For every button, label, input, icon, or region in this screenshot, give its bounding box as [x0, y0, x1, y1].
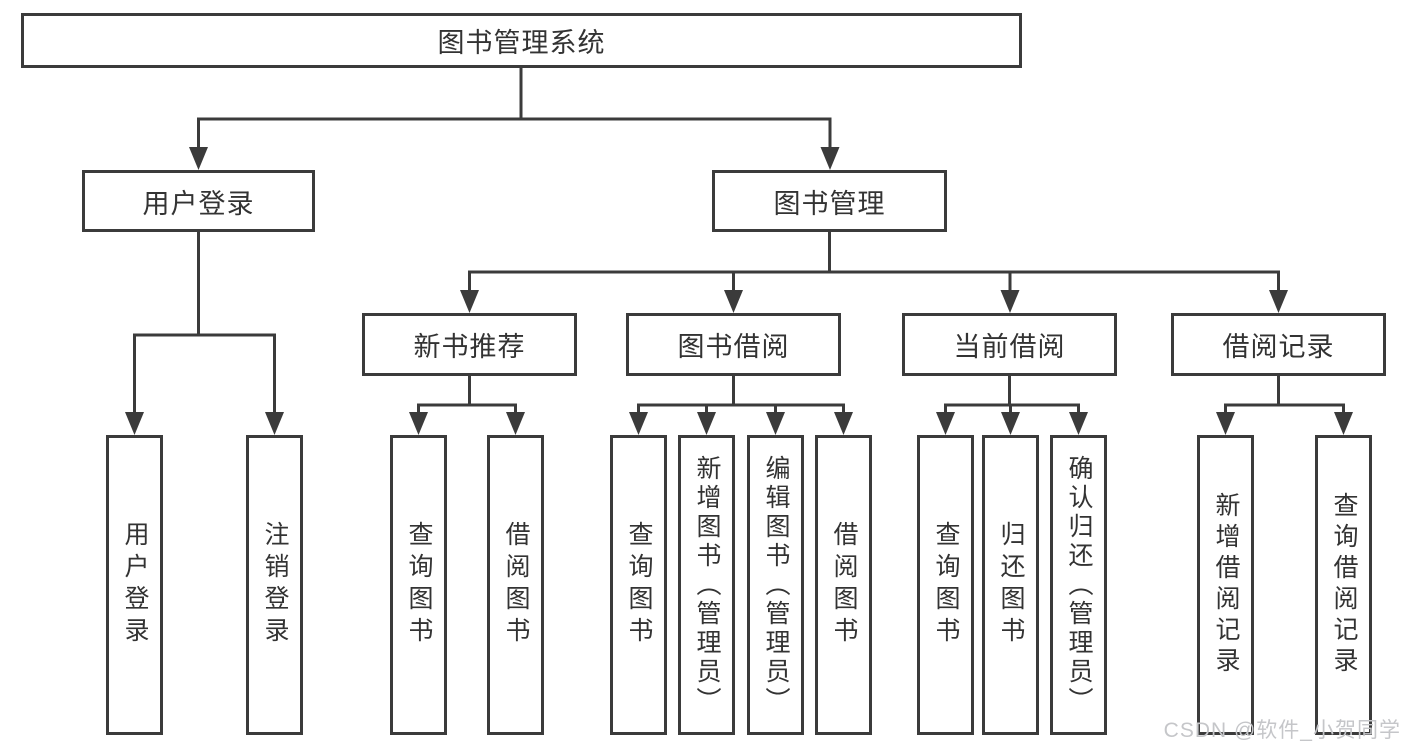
- arrowhead-down: [189, 147, 208, 170]
- node-label: 编辑图书（管理员）: [762, 454, 790, 716]
- node-query-borrow-record: 查询借阅记录: [1315, 435, 1372, 735]
- node-current-borrowing: 当前借阅: [902, 313, 1117, 376]
- node-label: 用户登录: [142, 188, 255, 219]
- csdn-watermark: CSDN @软件_小贺同学: [1163, 719, 1401, 742]
- arrowhead-down: [409, 412, 428, 435]
- node-label: 当前借阅: [953, 332, 1066, 362]
- arrowhead-down: [724, 290, 743, 313]
- node-label: 确认归还（管理员）: [1065, 454, 1093, 716]
- node-label: 图书管理: [773, 188, 886, 219]
- node-query-books: 查询图书: [610, 435, 667, 735]
- node-book-management: 图书管理: [712, 170, 947, 232]
- node-label: 归还图书: [997, 521, 1025, 649]
- node-label: 新书推荐: [413, 332, 526, 362]
- node-label: 注销登录: [261, 521, 289, 649]
- arrowhead-down: [936, 412, 955, 435]
- node-borrow-books: 借阅图书: [487, 435, 544, 735]
- node-add-books-admin: 新增图书（管理员）: [678, 435, 735, 735]
- node-label: 查询借阅记录: [1330, 492, 1358, 678]
- node-borrow-books: 借阅图书: [815, 435, 872, 735]
- arrowhead-down: [1000, 290, 1020, 313]
- arrowhead-down: [1216, 412, 1235, 435]
- arrowhead-down: [460, 290, 479, 313]
- arrowhead-down: [820, 147, 840, 170]
- node-query-books: 查询图书: [917, 435, 974, 735]
- node-label: 借阅记录: [1222, 332, 1335, 362]
- arrowhead-down: [265, 412, 284, 435]
- node-edit-books-admin: 编辑图书（管理员）: [747, 435, 804, 735]
- node-label: 借阅图书: [502, 521, 530, 649]
- node-label: 用户登录: [121, 521, 149, 649]
- node-label: 查询图书: [932, 521, 960, 649]
- arrowhead-down: [125, 412, 144, 435]
- arrowhead-down: [1269, 290, 1288, 313]
- node-new-book-recommend: 新书推荐: [362, 313, 577, 376]
- arrowhead-down: [766, 412, 785, 435]
- node-user-login-leaf: 用户登录: [106, 435, 163, 735]
- node-label: 新增借阅记录: [1212, 492, 1240, 678]
- node-return-books: 归还图书: [982, 435, 1039, 735]
- node-add-borrow-record: 新增借阅记录: [1197, 435, 1254, 735]
- arrowhead-down: [506, 412, 525, 435]
- node-logout: 注销登录: [246, 435, 303, 735]
- arrowhead-down: [834, 412, 853, 435]
- arrowhead-down: [1334, 412, 1353, 435]
- node-label: 查询图书: [405, 521, 433, 649]
- node-query-books: 查询图书: [390, 435, 447, 735]
- node-borrowing-records: 借阅记录: [1171, 313, 1386, 376]
- arrowhead-down: [1001, 412, 1020, 435]
- node-book-borrowing: 图书借阅: [626, 313, 841, 376]
- arrowhead-down: [697, 412, 716, 435]
- node-label: 图书管理系统: [437, 28, 606, 58]
- node-confirm-return-admin: 确认归还（管理员）: [1050, 435, 1107, 735]
- node-user-login: 用户登录: [82, 170, 315, 232]
- node-label: 借阅图书: [830, 521, 858, 649]
- node-library-management-system: 图书管理系统: [21, 13, 1022, 68]
- arrowhead-down: [1069, 412, 1088, 435]
- node-label: 查询图书: [625, 521, 653, 649]
- node-label: 图书借阅: [677, 332, 790, 362]
- arrowhead-down: [629, 412, 648, 435]
- node-label: 新增图书（管理员）: [693, 454, 721, 716]
